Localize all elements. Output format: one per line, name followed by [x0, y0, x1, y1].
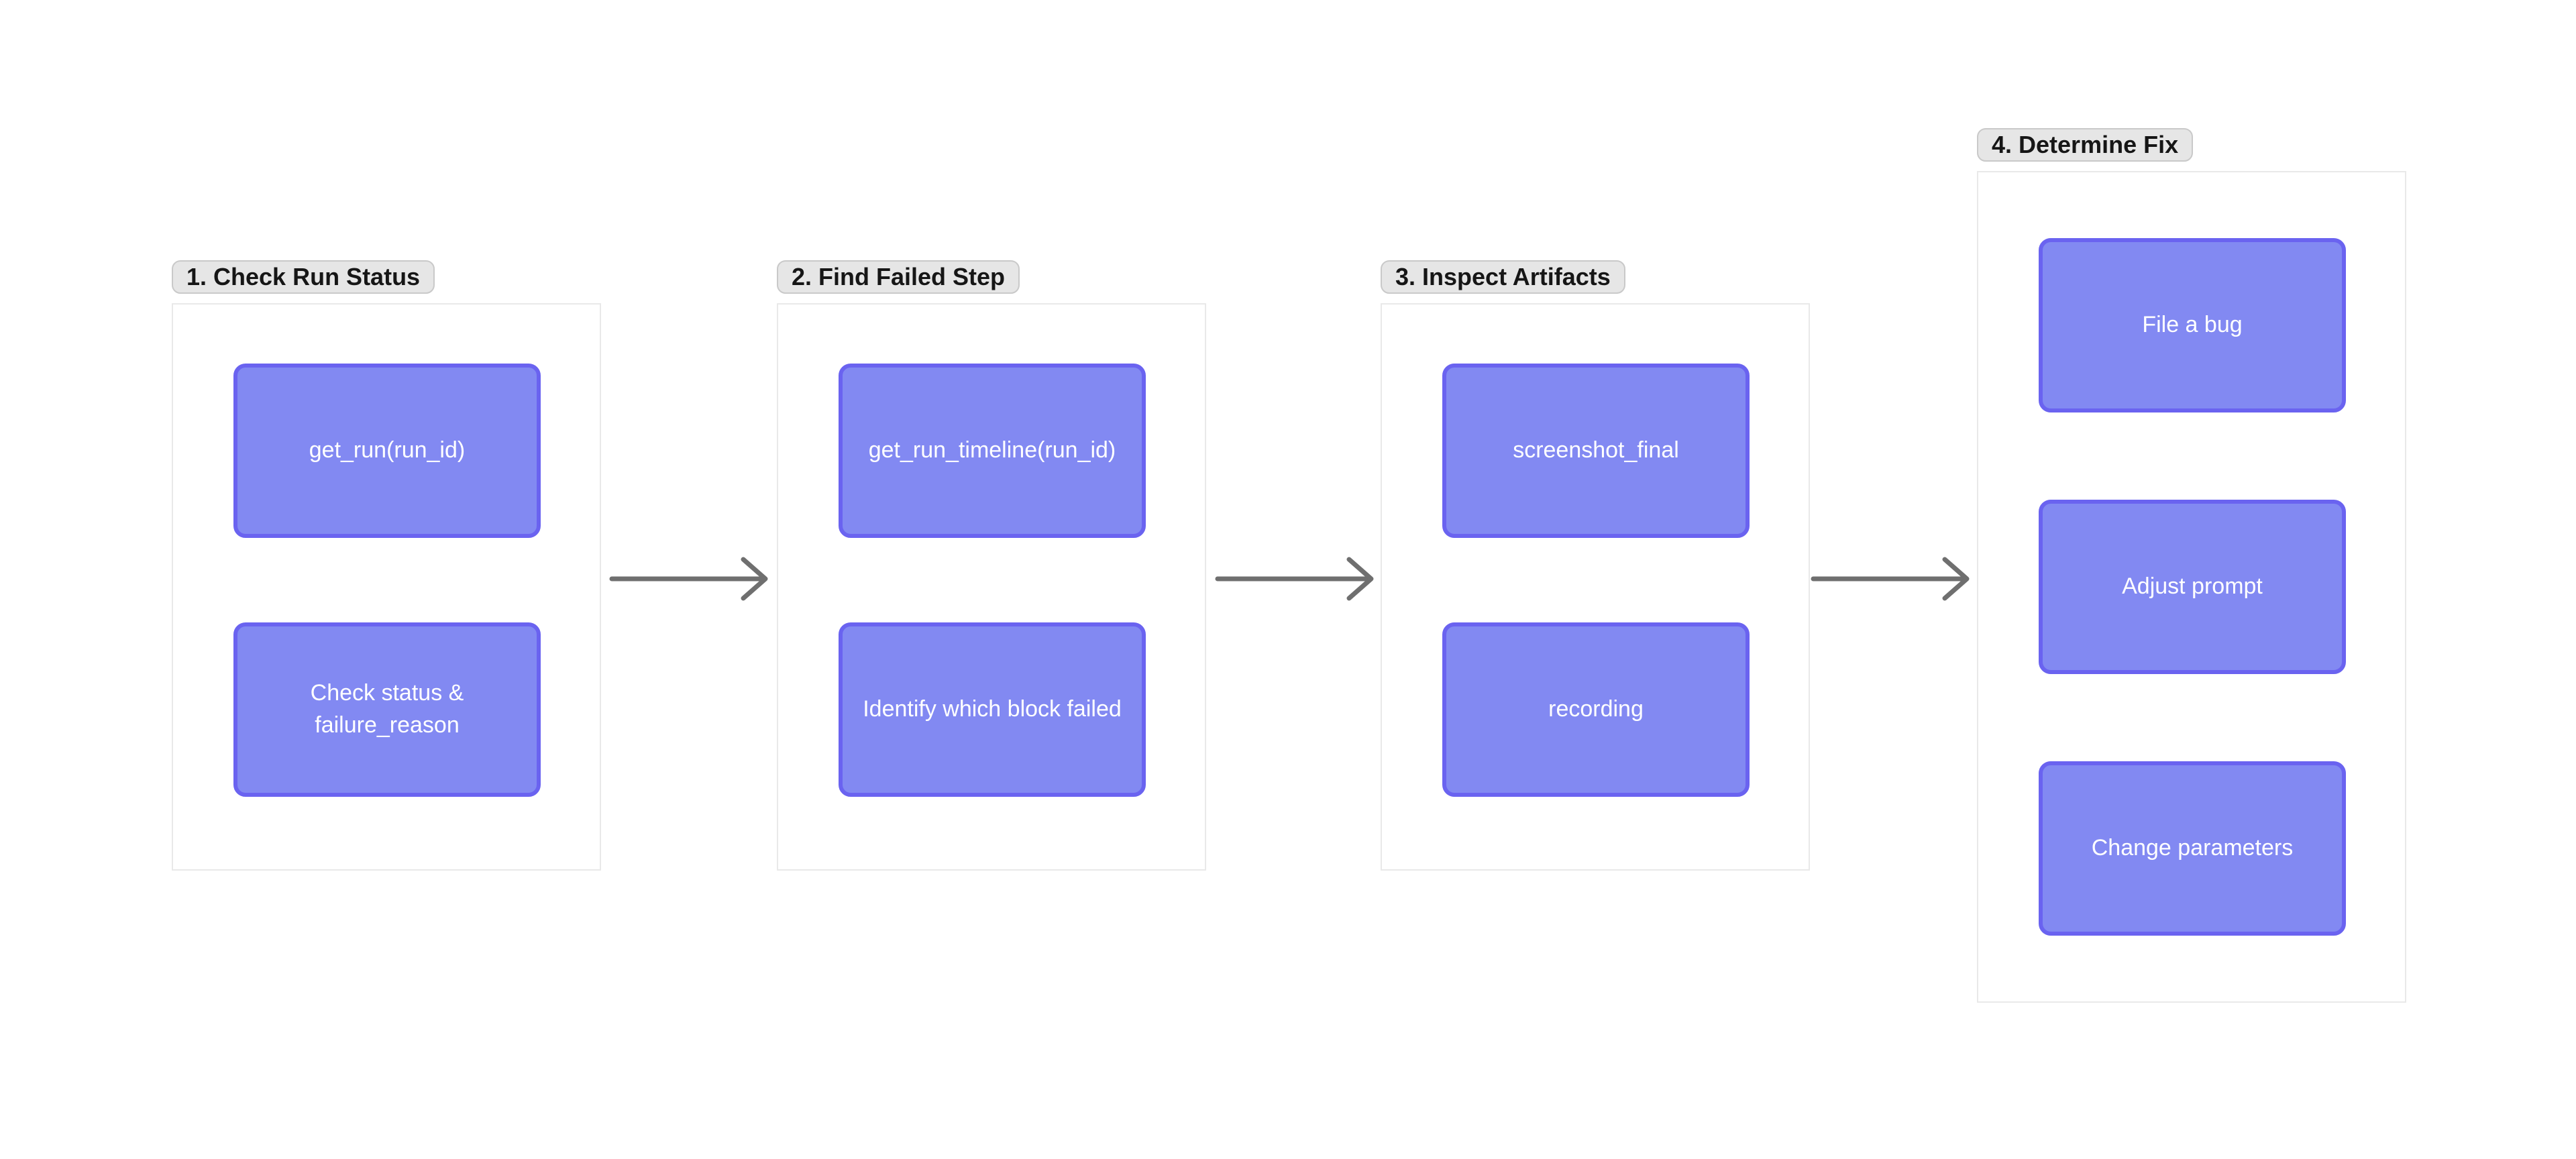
node-change-parameters: Change parameters: [2039, 761, 2346, 936]
flow-arrow-icon-3: [1811, 557, 1970, 601]
group-frame: screenshot_final recording: [1381, 303, 1810, 871]
flow-arrow-icon-1: [609, 557, 768, 601]
group-frame: get_run_timeline(run_id) Identify which …: [777, 303, 1206, 871]
group-label-badge: 2. Find Failed Step: [777, 260, 1020, 294]
node-screenshot-final: screenshot_final: [1442, 364, 1750, 538]
node-file-a-bug: File a bug: [2039, 238, 2346, 412]
node-get-run: get_run(run_id): [233, 364, 541, 538]
node-identify-failed-block: Identify which block failed: [839, 622, 1146, 797]
node-recording: recording: [1442, 622, 1750, 797]
node-check-status-failure-reason: Check status & failure_reason: [233, 622, 541, 797]
node-adjust-prompt: Adjust prompt: [2039, 500, 2346, 674]
flow-arrow-icon-2: [1215, 557, 1374, 601]
node-get-run-timeline: get_run_timeline(run_id): [839, 364, 1146, 538]
group-label-badge: 1. Check Run Status: [172, 260, 435, 294]
group-frame: File a bug Adjust prompt Change paramete…: [1977, 171, 2406, 1003]
group-frame: get_run(run_id) Check status & failure_r…: [172, 303, 601, 871]
group-label-badge: 3. Inspect Artifacts: [1381, 260, 1625, 294]
group-label-badge: 4. Determine Fix: [1977, 128, 2194, 162]
